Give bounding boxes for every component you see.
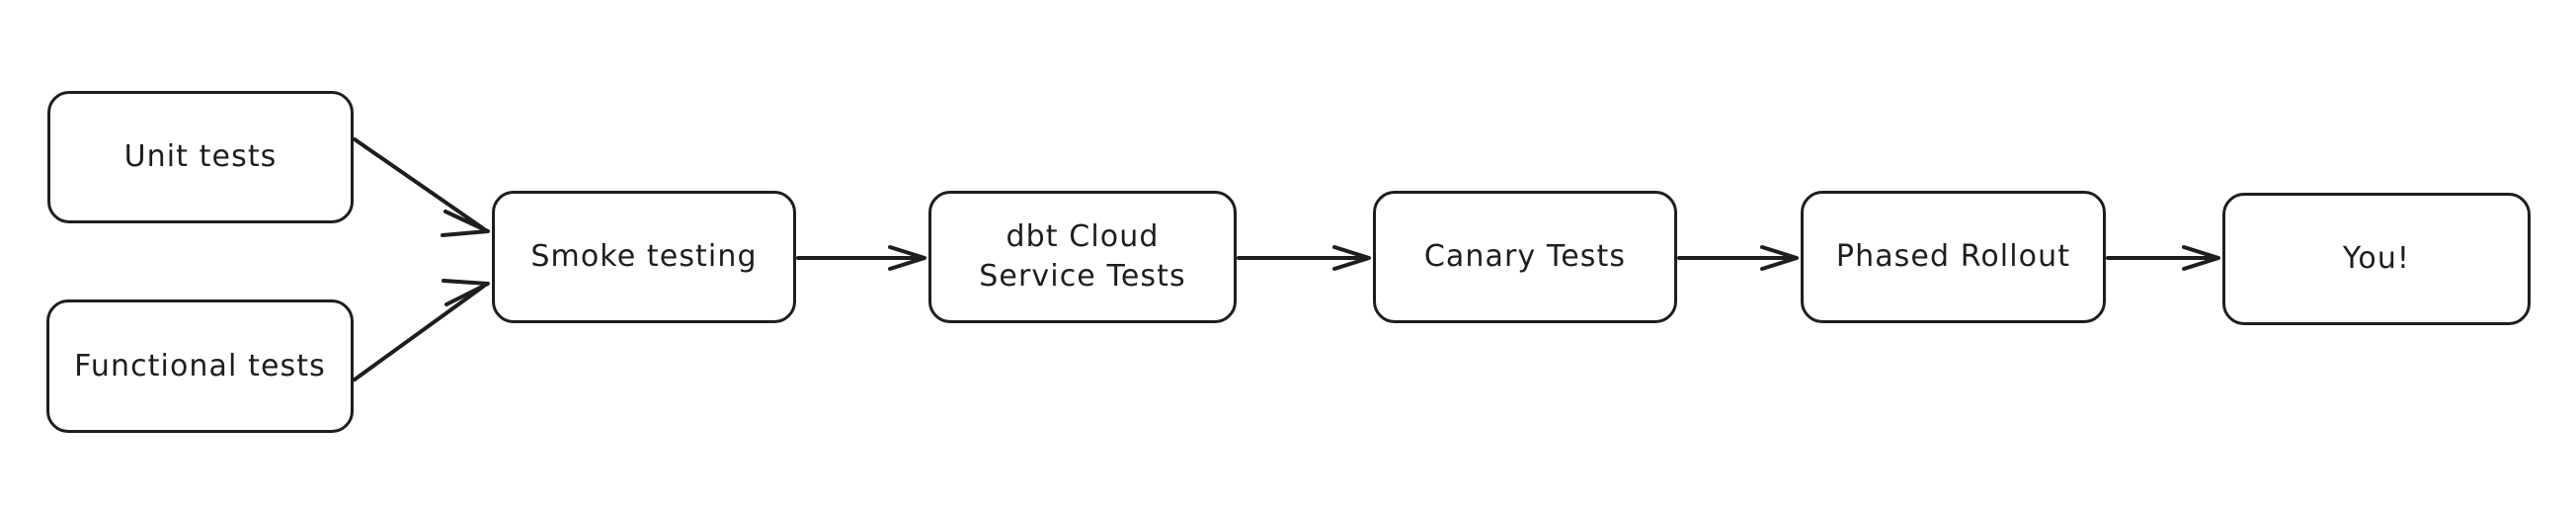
edge-unit-to-smoke bbox=[353, 137, 490, 237]
edge-canary-to-phased bbox=[1677, 245, 1799, 271]
node-unit-tests-label: Unit tests bbox=[123, 139, 278, 175]
node-canary-tests-label: Canary Tests bbox=[1423, 239, 1627, 275]
edge-dbt-to-canary bbox=[1237, 245, 1371, 271]
node-phased-rollout-label: Phased Rollout bbox=[1835, 239, 2071, 275]
node-phased-rollout[interactable]: Phased Rollout bbox=[1801, 191, 2106, 323]
edge-functional-to-smoke bbox=[353, 279, 490, 382]
node-smoke-testing[interactable]: Smoke testing bbox=[492, 191, 796, 323]
edge-smoke-to-dbt bbox=[796, 245, 926, 271]
node-dbt-cloud-service-tests-label: dbt Cloud Service Tests bbox=[979, 219, 1186, 294]
node-functional-tests[interactable]: Functional tests bbox=[46, 299, 354, 433]
node-you-label: You! bbox=[2342, 241, 2411, 277]
node-dbt-cloud-service-tests[interactable]: dbt Cloud Service Tests bbox=[928, 191, 1237, 323]
node-you[interactable]: You! bbox=[2222, 193, 2531, 325]
node-functional-tests-label: Functional tests bbox=[74, 348, 326, 383]
node-unit-tests[interactable]: Unit tests bbox=[47, 91, 354, 223]
node-canary-tests[interactable]: Canary Tests bbox=[1373, 191, 1677, 323]
node-smoke-testing-label: Smoke testing bbox=[530, 239, 758, 275]
edge-phased-to-you bbox=[2106, 245, 2220, 271]
